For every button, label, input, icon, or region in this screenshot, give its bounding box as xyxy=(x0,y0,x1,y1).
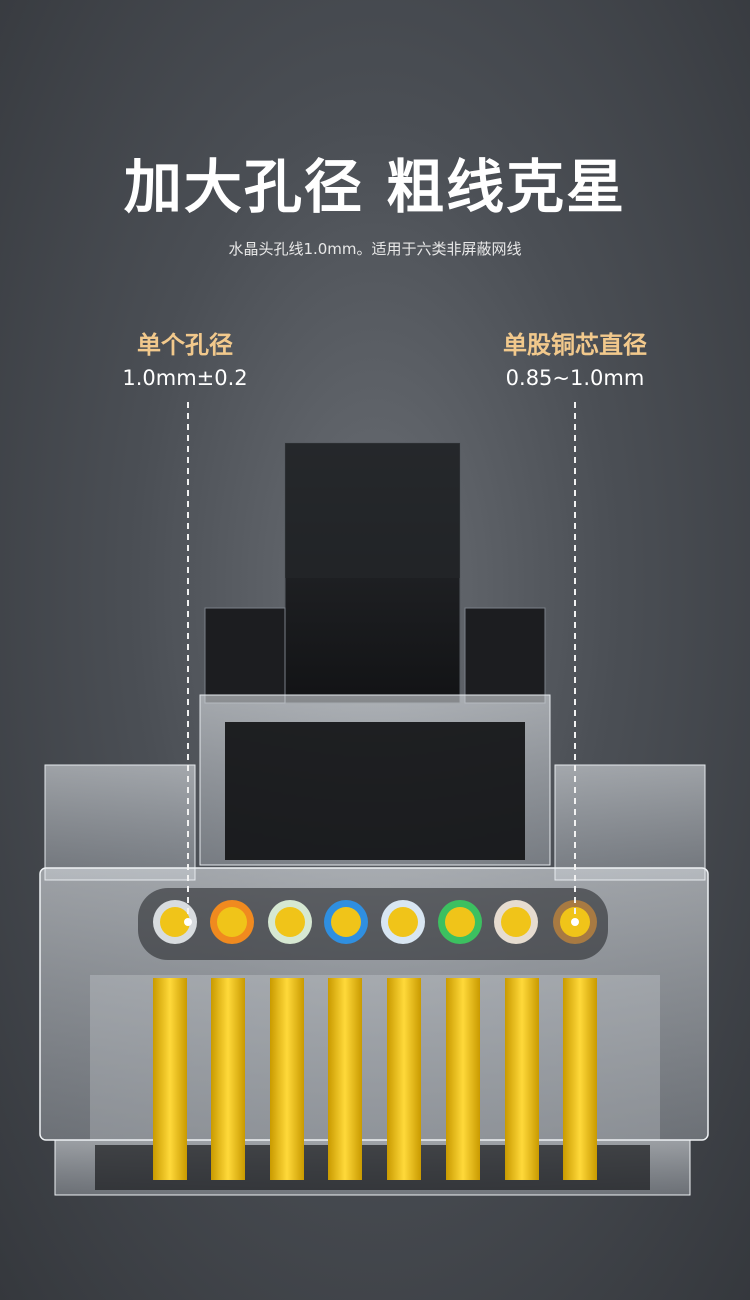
callout-lines xyxy=(184,402,579,926)
wire-holes xyxy=(153,900,597,944)
right-callout-dot xyxy=(571,918,579,926)
gold-contact-4 xyxy=(328,978,362,1180)
gold-contact-2 xyxy=(211,978,245,1180)
wire-hole-4 xyxy=(324,900,368,944)
core-diameter-title: 单股铜芯直径 xyxy=(503,331,647,359)
gold-contacts xyxy=(153,978,597,1180)
wire-hole-6 xyxy=(438,900,482,944)
wire-hole-1 xyxy=(153,900,197,944)
clear-upper-body xyxy=(44,694,706,881)
page-title: 加大孔径 粗线克星 xyxy=(123,153,627,221)
gold-contact-8 xyxy=(563,978,597,1180)
gold-contact-5 xyxy=(387,978,421,1180)
hole-diameter-value: 1.0mm±0.2 xyxy=(122,366,248,390)
wire-hole-5 xyxy=(381,900,425,944)
core-diameter-value: 0.85~1.0mm xyxy=(505,366,645,390)
left-callout-dot xyxy=(184,918,192,926)
hole-diameter-annotation: 单个孔径 1.0mm±0.2 xyxy=(85,325,285,390)
wire-hole-3 xyxy=(268,900,312,944)
gold-contact-6 xyxy=(446,978,480,1180)
wire-hole-7 xyxy=(494,900,538,944)
page-subtitle: 水晶头孔线1.0mm。适用于六类非屏蔽网线 xyxy=(228,240,522,258)
latch-clip xyxy=(204,442,546,704)
wire-hole-2 xyxy=(210,900,254,944)
gold-contact-7 xyxy=(505,978,539,1180)
clear-main-body xyxy=(39,867,709,1196)
hole-diameter-title: 单个孔径 xyxy=(137,331,233,359)
gold-contact-3 xyxy=(270,978,304,1180)
core-diameter-annotation: 单股铜芯直径 0.85~1.0mm xyxy=(465,325,685,390)
gold-contact-1 xyxy=(153,978,187,1180)
